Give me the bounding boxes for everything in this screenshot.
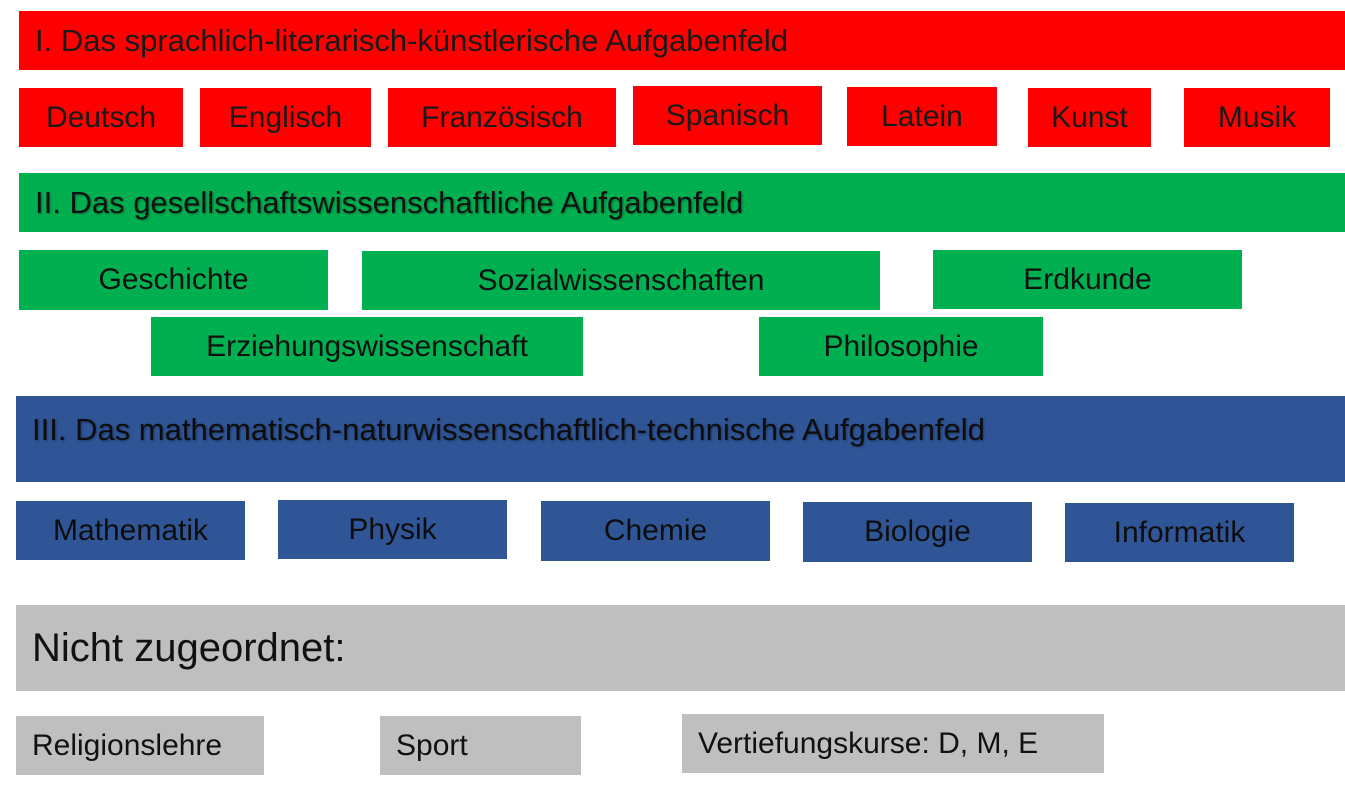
- subject-biologie: Biologie: [803, 502, 1032, 562]
- subject-religionslehre: Religionslehre: [16, 716, 264, 775]
- subject-englisch: Englisch: [200, 88, 371, 147]
- subject-kunst: Kunst: [1028, 88, 1151, 147]
- subject-geschichte: Geschichte: [19, 250, 328, 310]
- subject-franzoesisch: Französisch: [388, 88, 616, 147]
- subject-sport: Sport: [380, 716, 581, 775]
- subject-musik: Musik: [1184, 88, 1330, 147]
- subject-erziehungswissenschaft: Erziehungswissenschaft: [151, 317, 583, 376]
- field-2-title: II. Das gesellschaftswissenschaftliche A…: [35, 184, 744, 220]
- subject-deutsch: Deutsch: [19, 88, 183, 147]
- subject-philosophie: Philosophie: [759, 317, 1043, 376]
- field-1-header: I. Das sprachlich-literarisch-künstleris…: [19, 11, 1345, 70]
- subject-erdkunde: Erdkunde: [933, 250, 1242, 309]
- subject-mathematik: Mathematik: [16, 501, 245, 560]
- subject-spanisch: Spanisch: [633, 86, 822, 145]
- field-2-header: II. Das gesellschaftswissenschaftliche A…: [19, 173, 1345, 232]
- subject-sozialwissenschaften: Sozialwissenschaften: [362, 251, 880, 310]
- field-1-title: I. Das sprachlich-literarisch-künstleris…: [35, 22, 788, 58]
- subject-latein: Latein: [847, 87, 997, 146]
- field-3-title: III. Das mathematisch-naturwissenschaftl…: [32, 412, 985, 447]
- subject-vertiefungskurse: Vertiefungskurse: D, M, E: [682, 714, 1104, 773]
- field-3-header: III. Das mathematisch-naturwissenschaftl…: [16, 396, 1345, 482]
- unassigned-title: Nicht zugeordnet:: [32, 625, 346, 670]
- subject-chemie: Chemie: [541, 501, 770, 561]
- subject-physik: Physik: [278, 500, 507, 559]
- unassigned-header: Nicht zugeordnet:: [16, 605, 1345, 691]
- subject-informatik: Informatik: [1065, 503, 1294, 562]
